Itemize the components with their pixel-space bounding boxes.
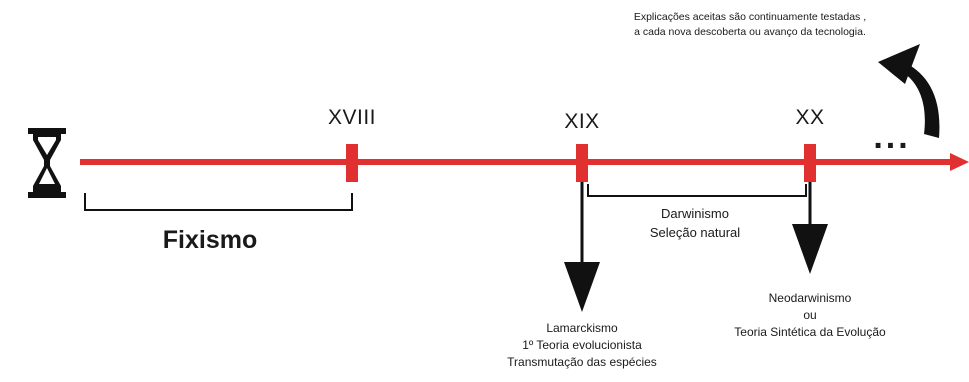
tick-xix bbox=[576, 144, 588, 182]
darwinismo-bracket bbox=[587, 184, 807, 197]
darwinismo-line-2: Seleção natural bbox=[649, 225, 741, 240]
hourglass-icon bbox=[28, 128, 66, 198]
lamarckismo-line-1: Lamarckismo bbox=[546, 321, 618, 335]
note-text: Explicações aceitas são continuamente te… bbox=[600, 10, 900, 40]
timeline-arrowhead bbox=[950, 153, 969, 171]
century-xviii-label: XVIII bbox=[327, 106, 377, 129]
century-xix-label: XIX bbox=[564, 110, 600, 133]
lamarckismo-line-2: 1º Teoria evolucionista bbox=[522, 338, 642, 352]
neodarwinismo-label: Neodarwinismo ou Teoria Sintética da Evo… bbox=[700, 290, 920, 341]
curved-arrow-icon bbox=[878, 44, 940, 138]
neodarwinismo-line-3: Teoria Sintética da Evolução bbox=[734, 325, 886, 339]
lamarckismo-label: Lamarckismo 1º Teoria evolucionista Tran… bbox=[472, 320, 692, 371]
fixismo-bracket bbox=[84, 193, 353, 211]
note-line-1: Explicações aceitas são continuamente te… bbox=[633, 11, 867, 23]
ellipsis-label: ... bbox=[873, 118, 911, 156]
arrow-down-neodarwinismo bbox=[792, 182, 828, 274]
fixismo-label: Fixismo bbox=[162, 226, 258, 254]
century-xx-label: XX bbox=[795, 106, 825, 129]
lamarckismo-line-3: Transmutação das espécies bbox=[507, 355, 657, 369]
darwinismo-line-1: Darwinismo bbox=[661, 206, 729, 221]
arrow-down-lamarckismo bbox=[564, 182, 600, 312]
darwinismo-label: Darwinismo Seleção natural bbox=[600, 204, 790, 242]
tick-xx bbox=[804, 144, 816, 182]
neodarwinismo-line-1: Neodarwinismo bbox=[768, 291, 852, 305]
note-line-2: a cada nova descoberta ou avanço da tecn… bbox=[634, 26, 866, 38]
neodarwinismo-line-2: ou bbox=[803, 308, 817, 322]
tick-xviii bbox=[346, 144, 358, 182]
